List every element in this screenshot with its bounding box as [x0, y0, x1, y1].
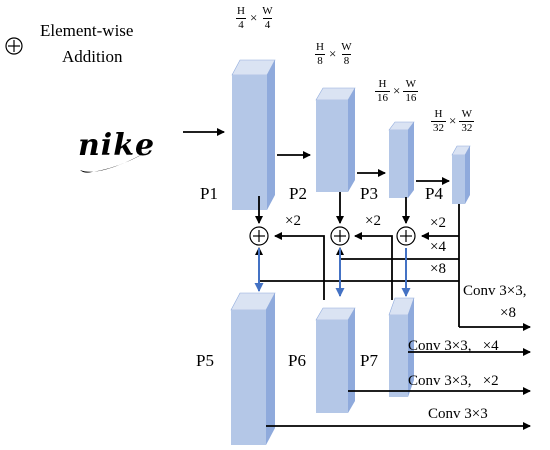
scale-label-p2-p1: ×2 [285, 213, 301, 229]
block-p1 [231, 59, 276, 210]
block-p6 [315, 307, 356, 413]
conv-label-x8-line1: Conv 3×3, [463, 283, 527, 299]
block-p4 [451, 145, 471, 204]
block-p5 [230, 292, 276, 445]
add-node-3 [396, 226, 416, 246]
add-node-2 [330, 226, 350, 246]
block-p2 [315, 87, 356, 192]
block-p3 [388, 121, 415, 198]
legend-text-line1: Element-wise [40, 21, 134, 40]
blue-arrows [254, 248, 411, 297]
conv-label-x4: Conv 3×3, ×4 [408, 338, 499, 354]
label-p2: P2 [289, 184, 307, 203]
label-p3: P3 [360, 184, 378, 203]
arrow-p4-add1 [255, 247, 459, 282]
conv-label-x8-line2: ×8 [500, 305, 516, 321]
label-p4: P4 [425, 184, 443, 203]
scale-label-p4-p2: ×4 [430, 239, 446, 255]
label-p5: P5 [196, 351, 214, 370]
scale-label-p4-p3: ×2 [430, 215, 446, 231]
label-p1: P1 [200, 184, 218, 203]
block-p7 [388, 297, 415, 397]
scale-label-p4-p1: ×8 [430, 261, 446, 277]
label-p7: P7 [360, 351, 378, 370]
circled-plus-icon [5, 37, 23, 55]
arrow-p3-add2 [354, 232, 393, 300]
arrow-p2-add1 [274, 232, 325, 300]
scale-label-p3-p2: ×2 [365, 213, 381, 229]
input-logo: nike [78, 128, 156, 163]
conv-label-x2: Conv 3×3, ×2 [408, 373, 499, 389]
conv-label: Conv 3×3 [428, 406, 488, 422]
add-node-1 [249, 226, 269, 246]
label-p6: P6 [288, 351, 306, 370]
legend-text-line2: Addition [62, 47, 123, 66]
